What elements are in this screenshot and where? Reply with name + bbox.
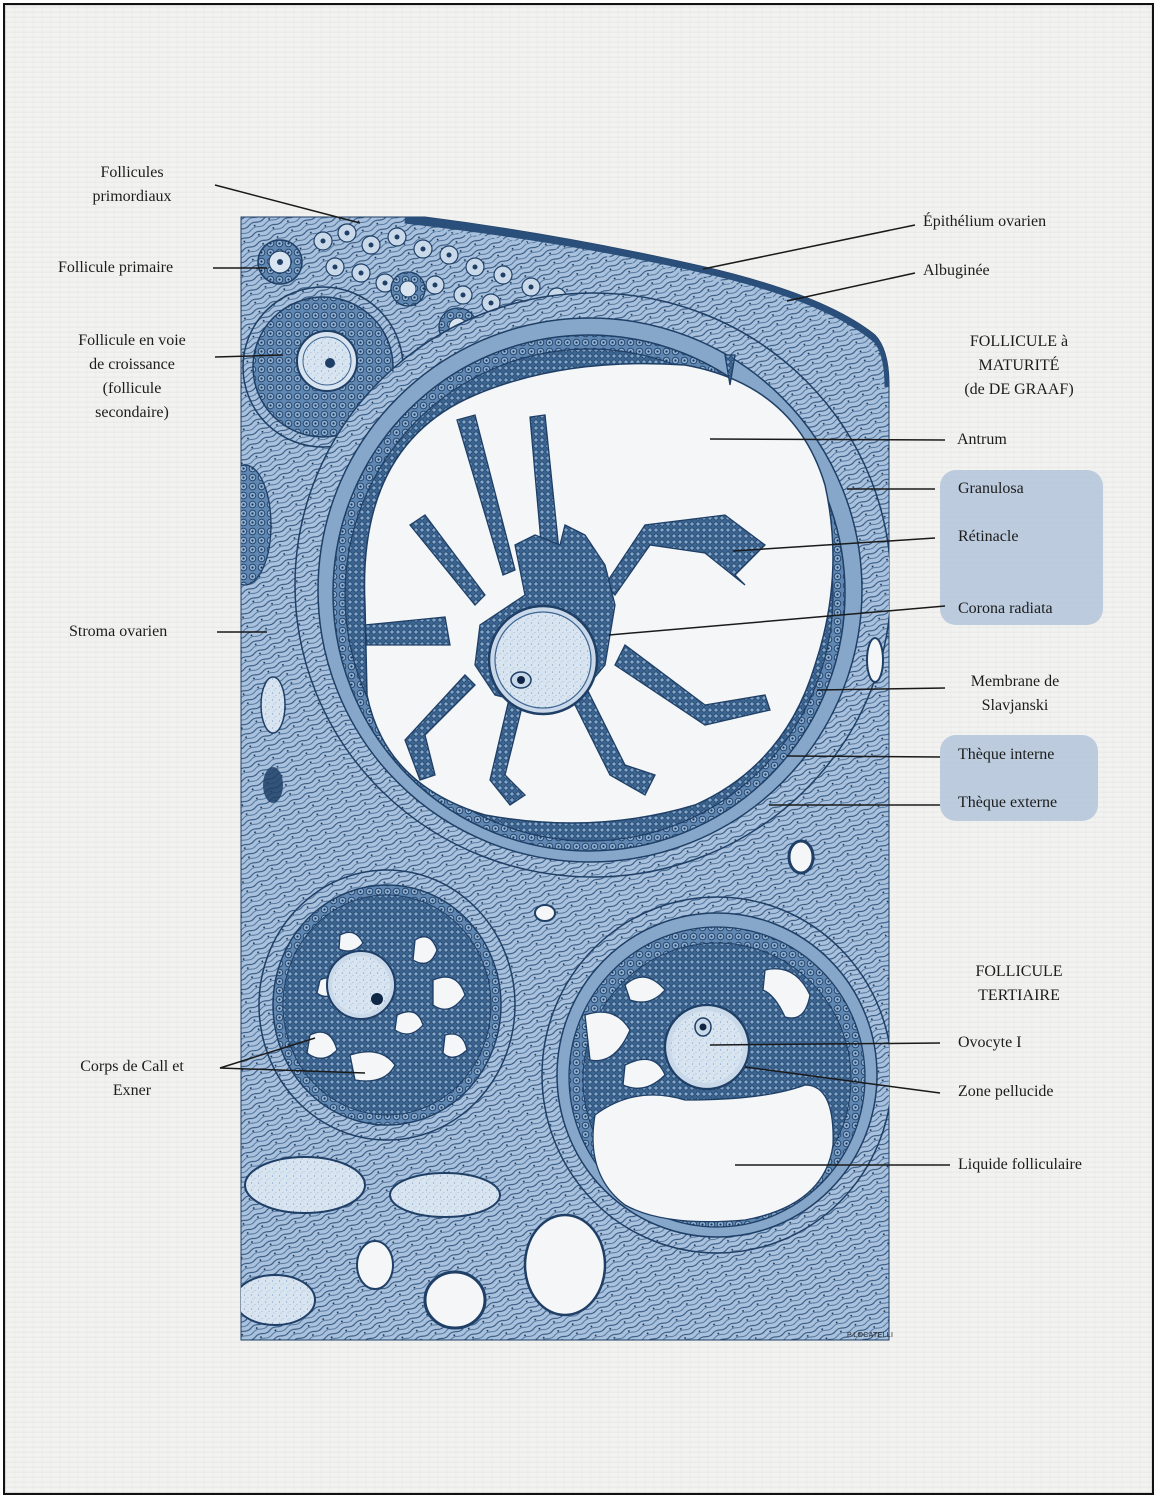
artist-signature: P.LOCATELLI [847, 1332, 894, 1339]
label-corps-call-exner: Corps de Call et Exner [80, 1058, 184, 1099]
primary-follicle [257, 239, 303, 285]
label-follicule-primaire: Follicule primaire [58, 259, 174, 276]
call-exner-follicle [258, 869, 516, 1141]
label-zone-pellucide: Zone pellucide [958, 1083, 1054, 1100]
label-membrane-slavjanski: Membrane de Slavjanski [970, 673, 1060, 714]
label-antrum: Antrum [957, 431, 1007, 448]
label-retinacle: Rétinacle [958, 528, 1019, 545]
label-theque-interne: Thèque interne [958, 746, 1055, 763]
graafian-follicle [294, 292, 889, 878]
ovary-tissue-drawing [213, 184, 950, 1341]
ovarian-epithelium [404, 217, 889, 388]
label-liquide-folliculaire: Liquide folliculaire [958, 1156, 1082, 1173]
label-stroma-ovarien: Stroma ovarien [69, 623, 168, 640]
label-follicule-tertiaire: FOLLICULE TERTIAIRE [975, 963, 1063, 1004]
label-follicule-croissance: Follicule en voie de croissance (follicu… [78, 332, 186, 421]
highlight-box-granulosa-group [940, 470, 1103, 625]
blood-vessels [241, 637, 884, 1330]
highlight-box-theque-group [940, 735, 1098, 821]
label-follicules-primordiaux: Follicules primordiaux [92, 164, 172, 205]
tertiary-follicle [541, 896, 889, 1254]
label-theque-externe: Thèque externe [958, 794, 1058, 811]
label-ovocyte: Ovocyte I [958, 1034, 1022, 1051]
label-epithelium-ovarien: Épithélium ovarien [923, 213, 1047, 230]
label-granulosa: Granulosa [958, 480, 1024, 497]
label-corona-radiata: Corona radiata [958, 600, 1053, 617]
illustration-frame: Follicules primordiaux Follicule primair… [3, 3, 1154, 1495]
label-follicule-maturite: FOLLICULE à MATURITÉ (de DE GRAAF) [964, 333, 1074, 398]
label-albuginee: Albuginée [923, 262, 990, 279]
leader-lines [213, 184, 950, 1166]
